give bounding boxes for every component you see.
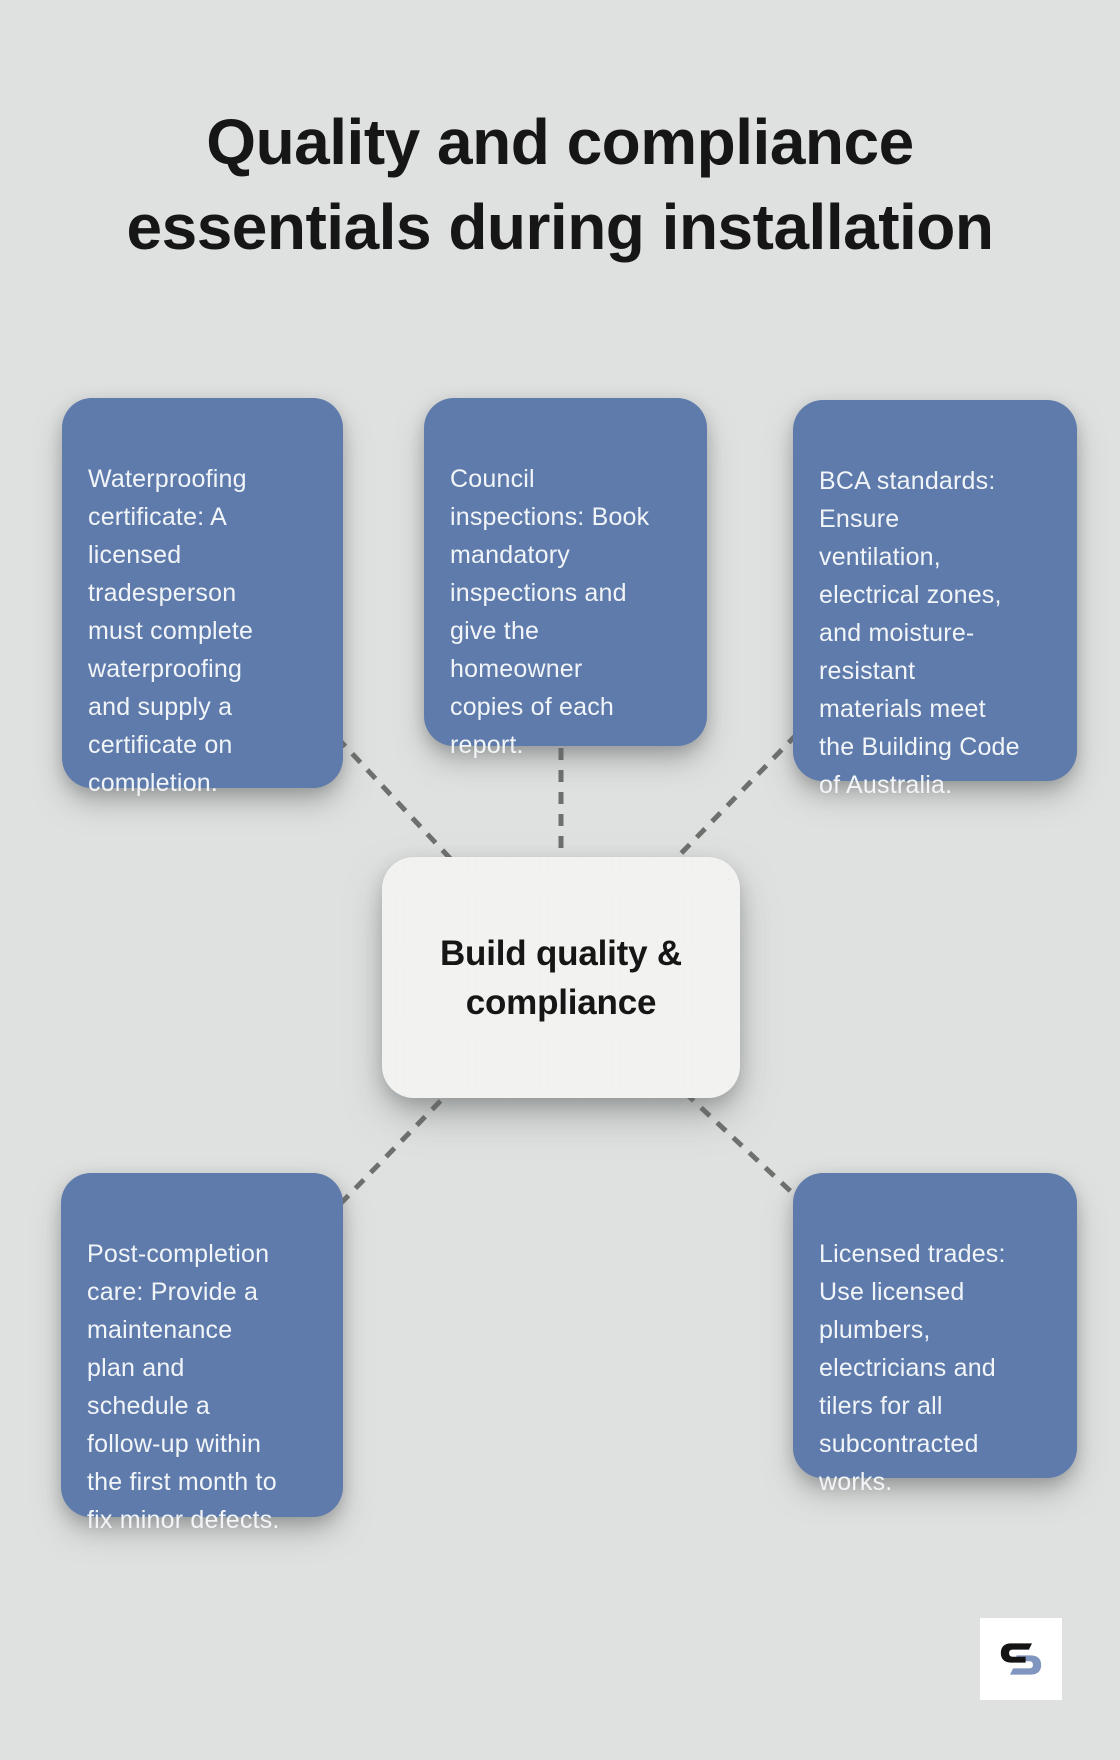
brand-logo-icon xyxy=(1000,1643,1042,1675)
node-waterproofing-certificate: Waterproofing certificate: A licensed tr… xyxy=(62,398,343,797)
center-node: Build quality & compliance xyxy=(382,857,740,1098)
node-text: Post-completion care: Provide a maintena… xyxy=(87,1240,280,1534)
node-licensed-trades: Licensed trades: Use licensed plumbers, … xyxy=(793,1173,1077,1496)
node-text: Waterproofing certificate: A licensed tr… xyxy=(88,465,254,797)
node-bca-standards: BCA standards: Ensure ventilation, elect… xyxy=(793,400,1077,799)
page-title: Quality and compliance essentials during… xyxy=(126,106,994,264)
node-text: Licensed trades: Use licensed plumbers, … xyxy=(819,1240,1006,1496)
node-council-inspections: Council inspections: Book mandatory insp… xyxy=(424,398,707,759)
node-text: Council inspections: Book mandatory insp… xyxy=(450,465,650,759)
brand-logo xyxy=(980,1618,1062,1700)
node-post-completion-care: Post-completion care: Provide a maintena… xyxy=(61,1173,343,1534)
center-node-label: Build quality & compliance xyxy=(439,933,682,1022)
node-text: BCA standards: Ensure ventilation, elect… xyxy=(819,467,1020,799)
